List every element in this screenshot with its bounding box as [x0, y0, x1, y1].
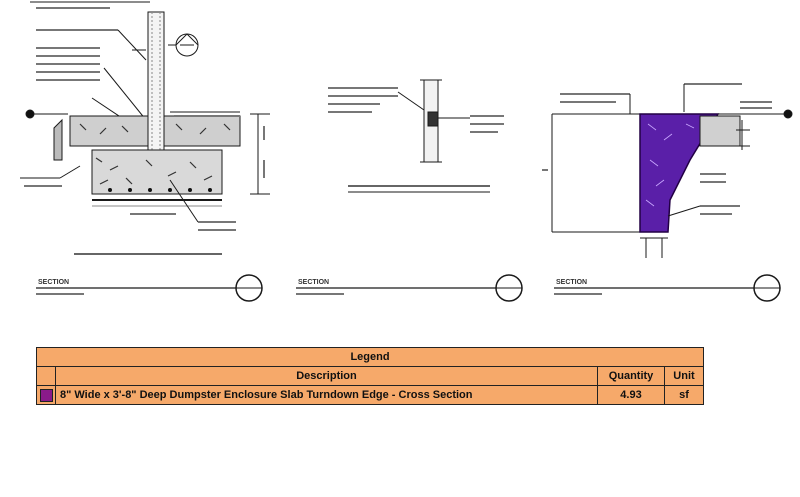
legend-color-swatch	[39, 388, 53, 402]
legend-header-swatch	[36, 366, 56, 386]
section-bar-2: SECTION	[296, 274, 523, 302]
legend-row-description: 8" Wide x 3'-8" Deep Dumpster Enclosure …	[55, 385, 598, 405]
legend-row-quantity: 4.93	[597, 385, 665, 405]
legend-title: Legend	[36, 347, 704, 367]
legend-header-quantity: Quantity	[597, 366, 665, 386]
section-label-3: SECTION	[556, 279, 587, 286]
legend-header-unit: Unit	[664, 366, 704, 386]
legend-row[interactable]: 8" Wide x 3'-8" Deep Dumpster Enclosure …	[36, 385, 704, 405]
construction-detail-drawing: SECTION SECTION SECTION	[20, 1, 793, 302]
detail-1-post-footing	[20, 1, 270, 255]
detail-3-turndown-edge	[542, 83, 793, 258]
section-bar-3: SECTION	[554, 274, 781, 302]
legend-swatch-cell	[36, 385, 56, 405]
legend-row-unit: sf	[664, 385, 704, 405]
section-label-2: SECTION	[298, 279, 329, 286]
section-label-1: SECTION	[38, 279, 69, 286]
section-bar-1: SECTION	[36, 274, 263, 302]
legend-header-description: Description	[55, 366, 598, 386]
legend-table: Legend Description Quantity Unit 8" Wide…	[36, 347, 704, 405]
detail-2-bracket	[328, 79, 504, 193]
